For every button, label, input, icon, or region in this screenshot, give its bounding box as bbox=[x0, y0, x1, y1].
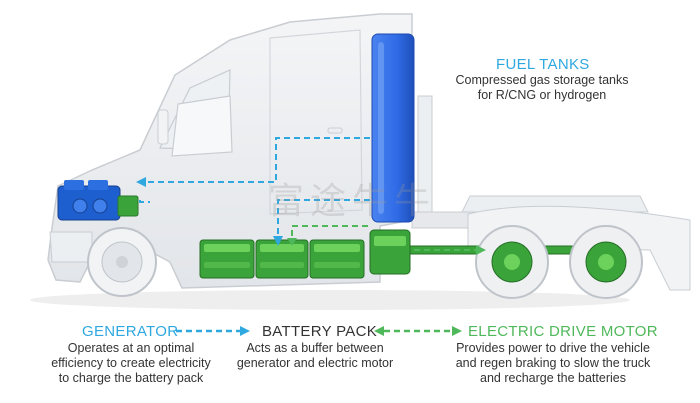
truck-bumper bbox=[49, 231, 93, 263]
flow-green-line bbox=[291, 225, 480, 251]
drive-motor-line3: and recharge the batteries bbox=[480, 371, 626, 385]
drive-motor-title: ELECTRIC DRIVE MOTOR bbox=[468, 323, 658, 340]
flow-arrowhead-motor bbox=[476, 245, 486, 255]
drive-motor-line2: and regen braking to slow the truck bbox=[455, 356, 651, 370]
fuel-tanks-line1: Compressed gas storage tanks bbox=[455, 73, 629, 87]
rear-wheel-2 bbox=[569, 225, 643, 299]
generator-line1: Operates at an optimal bbox=[67, 341, 195, 355]
flow-arrow-icon bbox=[139, 137, 370, 238]
fuel-tanks-title: FUEL TANKS bbox=[496, 56, 590, 73]
watermark: 富途牛牛 bbox=[268, 181, 437, 222]
drive-motor-line1: Provides power to drive the vehicle bbox=[456, 341, 650, 355]
generator-line3: to charge the battery pack bbox=[58, 371, 204, 385]
truck-mirror bbox=[157, 109, 169, 145]
rear-wheel-1 bbox=[475, 225, 549, 299]
fuel-tanks-line2: for R/CNG or hydrogen bbox=[477, 88, 607, 102]
flow-arrowhead-battery-green bbox=[287, 238, 297, 246]
truck-door-window bbox=[171, 95, 233, 157]
battery-pack-icon bbox=[199, 239, 365, 279]
front-wheel bbox=[87, 227, 157, 297]
legend-arrow-blue bbox=[176, 326, 250, 336]
ground-shadow bbox=[30, 290, 630, 310]
flow-arrowhead-generator bbox=[136, 177, 146, 187]
battery-pack-title: BATTERY PACK bbox=[262, 323, 378, 340]
legend-arrow-green bbox=[374, 326, 462, 336]
truck-door-handle bbox=[327, 127, 343, 134]
battery-pack-line2: generator and electric motor bbox=[236, 356, 394, 370]
fuel-tank-highlight bbox=[378, 42, 384, 214]
generator-title: GENERATOR bbox=[82, 323, 179, 340]
battery-pack-line1: Acts as a buffer between bbox=[246, 341, 384, 355]
generator-line2: efficiency to create electricity bbox=[51, 356, 211, 370]
generator-engine-icon bbox=[57, 180, 139, 221]
truck-sleeper bbox=[269, 29, 363, 215]
flow-arrowhead-battery-blue bbox=[273, 236, 283, 246]
exhaust-stack bbox=[417, 95, 433, 213]
